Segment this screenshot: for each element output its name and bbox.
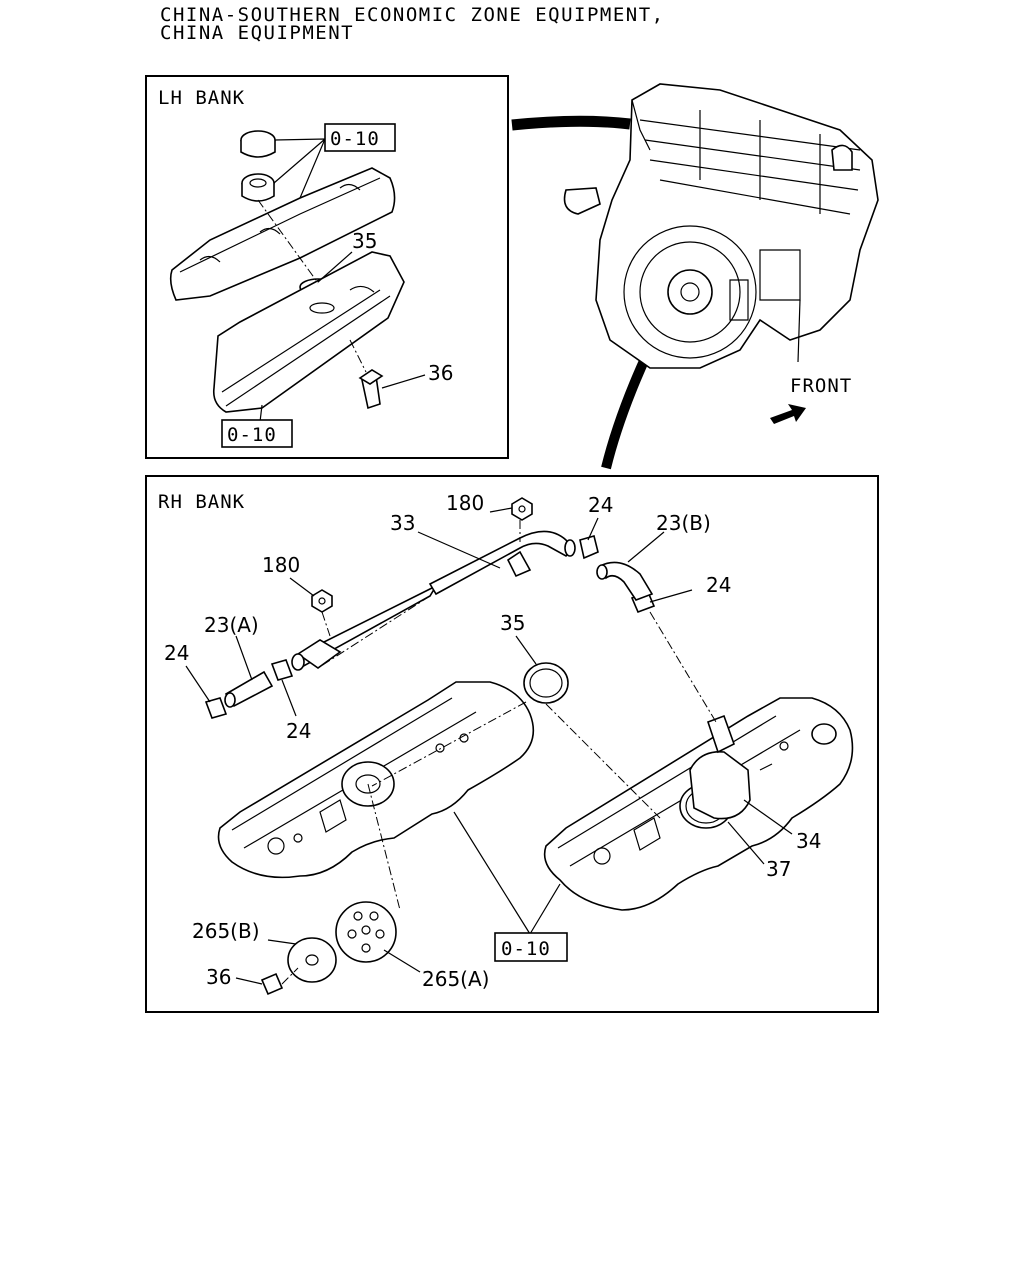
rh-label-265b: 265(B): [192, 919, 260, 943]
rh-clip-left-bottom: [270, 659, 294, 681]
rh-hose-a: [224, 670, 274, 708]
rh-label-33: 33: [390, 511, 415, 535]
rh-label-24-left-bottom: 24: [286, 719, 311, 743]
rh-centerline-nut-left: [321, 611, 331, 637]
leader-nut-left: [289, 577, 315, 597]
lh-ref-box-top: [324, 123, 396, 152]
leader-valve: [743, 799, 793, 835]
lh-bank-title: LH BANK: [158, 87, 245, 109]
rh-label-24-top: 24: [588, 493, 613, 517]
lh-pointer-line: [511, 115, 631, 131]
leader-nut-top: [489, 507, 513, 513]
leader-bolt: [235, 977, 263, 985]
rh-label-265a: 265(A): [422, 967, 489, 991]
rh-centerline-cap-2: [371, 701, 527, 787]
engine-illustration: FRONT: [511, 83, 879, 470]
lh-ref-top-leader: [273, 138, 326, 199]
rh-centerline-cap: [367, 783, 401, 911]
rh-label-23b: 23(B): [656, 511, 711, 535]
leader-oring: [515, 635, 537, 665]
leader-clip-right: [649, 589, 693, 603]
front-label: FRONT: [790, 375, 852, 397]
lh-ref-bottom-leader: [259, 404, 263, 423]
lh-bolt: [358, 369, 384, 410]
lh-oring-leader: [317, 251, 353, 283]
lh-bank-panel: LH BANK: [145, 75, 509, 459]
leader-hose-a: [235, 635, 253, 681]
rh-cap-b: [287, 937, 337, 983]
leader-clip-far-left: [185, 665, 211, 703]
rh-ref: 0-10: [501, 938, 551, 960]
rh-label-24-right: 24: [706, 573, 731, 597]
rh-hose-b: [596, 561, 654, 601]
rh-bank-title: RH BANK: [158, 491, 245, 513]
leader-hose-b: [627, 531, 665, 563]
lh-lower-cover: [212, 251, 405, 413]
rh-label-23a: 23(A): [204, 613, 259, 637]
rh-centerline-hose: [649, 611, 717, 723]
rh-centerline-pipe: [317, 595, 431, 669]
lh-bolt-leader: [381, 374, 426, 389]
rh-label-36: 36: [206, 965, 231, 989]
lh-bolt-centerline: [349, 339, 367, 373]
header-line-2: CHINA EQUIPMENT: [160, 22, 355, 44]
rh-oring: [523, 662, 569, 704]
lh-label-36: 36: [428, 361, 453, 385]
leader-cap-b: [267, 939, 297, 945]
rh-breather-pipe: [291, 530, 576, 671]
lh-centerline: [257, 199, 319, 284]
leader-valve-gasket: [727, 821, 765, 865]
leader-cap-a: [383, 949, 421, 973]
lh-ref-bottom: 0-10: [227, 424, 277, 446]
lh-ref-box-bottom: [221, 419, 293, 448]
rh-ref-box: [494, 932, 568, 962]
rh-label-35: 35: [500, 611, 525, 635]
header-line-1: CHINA-SOUTHERN ECONOMIC ZONE EQUIPMENT,: [160, 4, 665, 26]
front-arrow-icon: [770, 404, 806, 424]
rh-clip-far-left: [204, 697, 228, 719]
rh-nut-top: [511, 497, 533, 521]
rh-label-180-top: 180: [446, 491, 484, 515]
leader-clip-left-bottom: [281, 679, 297, 717]
rh-label-180-left: 180: [262, 553, 300, 577]
leader-clip-top: [587, 517, 599, 541]
rh-bolt: [260, 972, 284, 996]
rh-label-34: 34: [796, 829, 821, 853]
rh-label-24-far-left: 24: [164, 641, 189, 665]
leader-pipe: [417, 531, 501, 569]
rh-nut-left: [311, 589, 333, 613]
rh-cap-a: [335, 901, 397, 963]
rh-pcv-valve: [679, 714, 751, 829]
lh-ref-top: 0-10: [330, 128, 380, 150]
rh-label-37: 37: [766, 857, 791, 881]
rh-centerline-bolt: [281, 967, 299, 985]
lh-oil-filler-cap: [240, 130, 276, 202]
lh-label-35: 35: [352, 229, 377, 253]
leader-ref: [453, 811, 561, 935]
rh-bank-panel: RH BANK: [145, 475, 879, 1013]
rh-centerline-oring: [545, 703, 661, 819]
